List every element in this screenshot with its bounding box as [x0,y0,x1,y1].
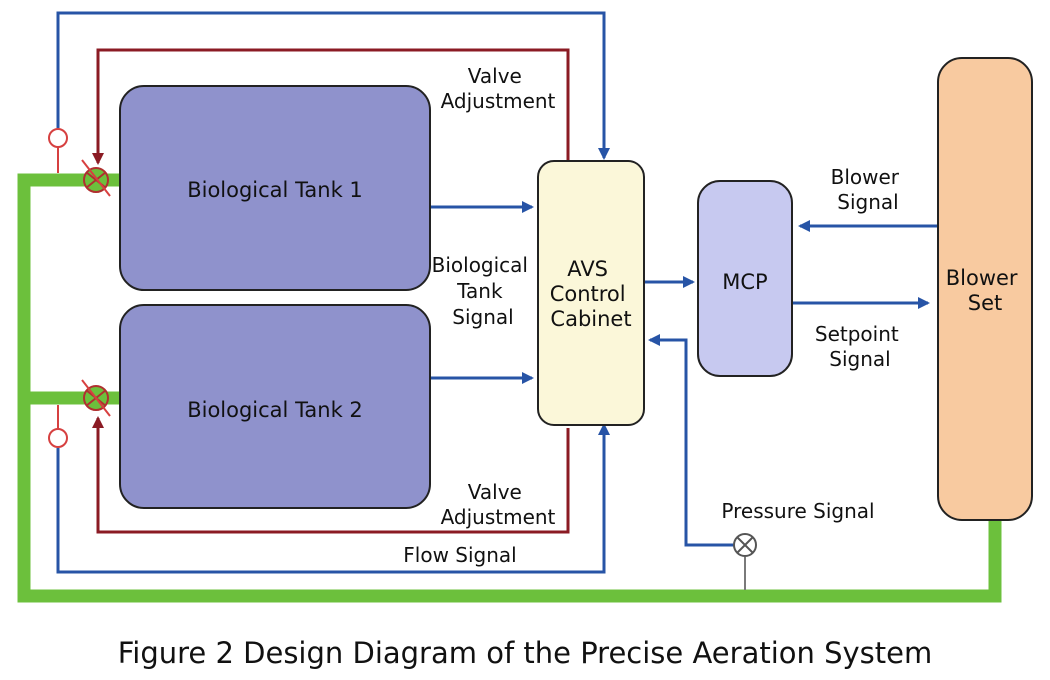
tank-signal-label: Biological Tank Signal [432,253,535,329]
air-main-pipe [17,173,1002,603]
setpoint-signal-label: Setpoint Signal [815,322,905,371]
valve-adjust-line-top [92,48,570,165]
valve-bottom-icon [81,379,111,417]
valve-adjust-line-bottom [92,416,570,534]
pressure-signal-label: Pressure Signal [721,499,874,523]
valve-adjustment-label-bottom: Valve Adjustment [441,480,556,529]
biological-tank-2 [119,304,431,509]
valve-adjustment-lines [92,48,570,534]
valve-adjustment-label-top: Valve Adjustment [441,64,556,113]
mcp-label: MCP [722,270,767,294]
blue-signal-lines [56,11,938,574]
flow-signal-line-top [56,11,610,160]
blower-set [937,57,1033,521]
flow-signal-label: Flow Signal [403,543,516,567]
biological-tank-1 [119,85,431,291]
valve-top-icon [81,159,111,197]
blower-signal-label: Blower Signal [831,165,906,214]
avs-control-cabinet [537,160,645,426]
blower-label: Blower Set [946,266,1025,315]
tank1-label: Biological Tank 1 [187,178,363,202]
aeration-diagram: Biological Tank 1 Biological Tank 2 AVS … [17,11,1033,603]
avs-label: AVS Control Cabinet [550,257,633,331]
flow-meter-bottom-icon [48,405,68,448]
mcp-box [697,180,793,377]
tank2-label: Biological Tank 2 [187,398,363,422]
flow-signal-line-bottom [56,423,610,574]
pressure-sensor-icon [733,533,757,557]
figure-caption: Figure 2 Design Diagram of the Precise A… [117,636,933,670]
flow-meter-top-icon [48,128,68,173]
pressure-signal-line [648,334,735,547]
